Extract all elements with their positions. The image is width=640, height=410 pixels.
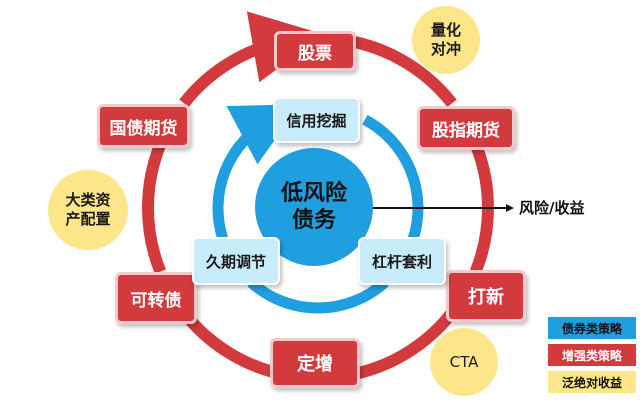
legend-enhanced-strategy: 增强类策略 xyxy=(547,343,637,367)
strategy-private-placement: 定增 xyxy=(270,338,360,388)
strategy-credit-mining: 信用挖掘 xyxy=(273,97,360,143)
outer-ring-arc xyxy=(179,11,324,108)
inner-strategy-ring xyxy=(212,104,424,314)
asset-allocation-line1: 大类资 xyxy=(65,191,111,210)
asset-allocation-line2: 产配置 xyxy=(65,210,111,228)
outer-ring-arc xyxy=(340,33,457,108)
strategy-ipo: 打新 xyxy=(446,270,526,322)
quant-hedge-line1: 量化 xyxy=(430,21,461,40)
quant-hedge-circle: 量化 对冲 xyxy=(412,6,480,74)
cta-circle: CTA xyxy=(430,328,498,396)
asset-allocation-circle: 大类资 产配置 xyxy=(48,170,128,250)
strategy-leverage-arbitrage: 杠杆套利 xyxy=(358,237,446,285)
outer-ring-arc xyxy=(466,133,494,274)
outer-ring-arc xyxy=(346,308,457,382)
quant-hedge-line2: 对冲 xyxy=(430,40,461,58)
inner-ring-arc xyxy=(247,278,389,314)
strategy-treasury-futures: 国债期货 xyxy=(97,104,190,148)
center-line2: 债务 xyxy=(291,207,336,233)
strategy-convertible-bonds: 可转债 xyxy=(115,272,197,324)
center-low-risk-bond: 低风险 债务 xyxy=(255,148,373,266)
strategy-stocks: 股票 xyxy=(274,31,356,71)
center-line1: 低风险 xyxy=(280,179,347,206)
inner-ring-arc xyxy=(362,114,424,241)
outer-ring-arc xyxy=(142,142,166,274)
inner-ring-arc xyxy=(212,104,301,241)
legend-absolute-return: 泛绝对收益 xyxy=(547,370,637,394)
strategy-index-futures: 股指期货 xyxy=(417,106,515,150)
strategy-duration-adjustment: 久期调节 xyxy=(192,237,280,285)
legend-bond-strategy: 债券类策略 xyxy=(547,316,637,340)
risk-return-label: 风险/收益 xyxy=(519,199,585,217)
